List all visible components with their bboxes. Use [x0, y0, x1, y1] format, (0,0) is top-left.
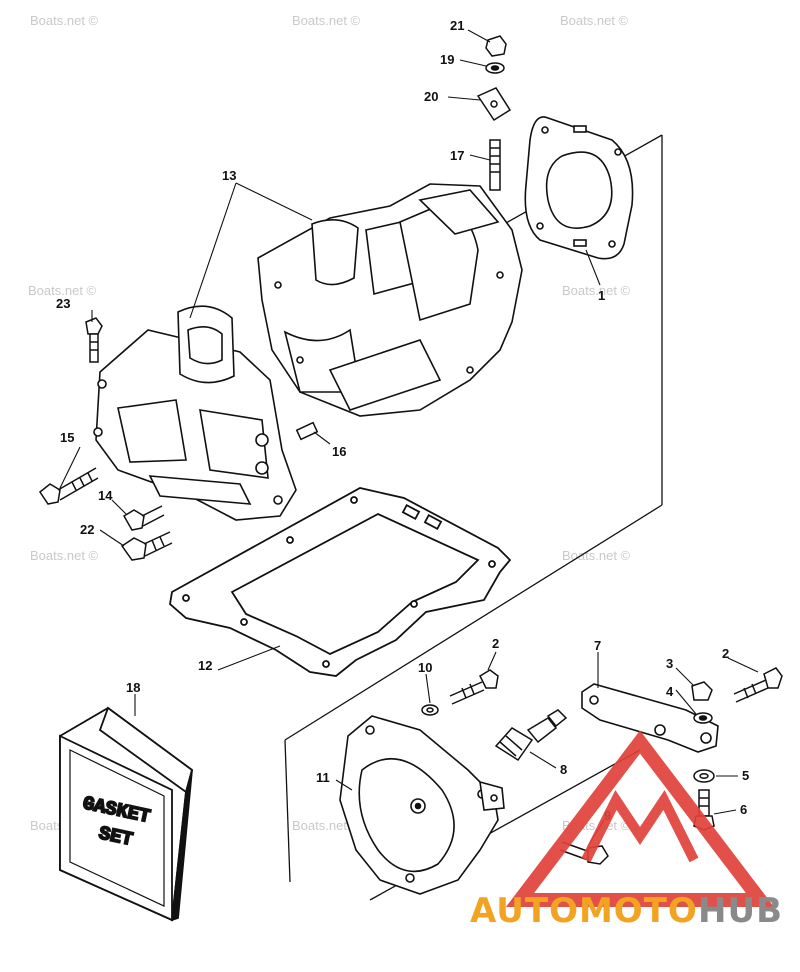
bolt-2-left	[449, 669, 499, 705]
brand-text-automoto: AUTOMOTO	[470, 891, 698, 931]
callout-7: 7	[594, 638, 601, 653]
temp-sender	[494, 709, 568, 762]
watermark-text: Boats.net ©	[562, 283, 631, 298]
cylinder-gasket	[524, 116, 634, 260]
brand-logo: AUTOMOTO HUB	[470, 730, 783, 931]
washer-10	[421, 704, 439, 716]
bolt-22	[120, 531, 173, 561]
watermark-text: Boats.net ©	[562, 548, 631, 563]
bracket-7	[581, 683, 719, 753]
bolt-14	[122, 505, 165, 531]
callout-18: 18	[126, 680, 140, 695]
watermark-text: Boats.net ©	[292, 818, 361, 833]
callout-11: 11	[316, 770, 330, 785]
callouts: 21 19 20 17 13 1 23 15 16 14 22 12 18 10…	[56, 18, 749, 823]
washer-5	[693, 769, 715, 783]
callout-15: 15	[60, 430, 74, 445]
cylinder-block	[257, 183, 523, 417]
stud-assembly	[476, 35, 512, 191]
callout-10: 10	[418, 660, 432, 675]
callout-5: 5	[742, 768, 749, 783]
bolt-15	[38, 467, 99, 505]
callout-8: 8	[560, 762, 567, 777]
callout-2-left: 2	[492, 636, 499, 651]
callout-1: 1	[598, 288, 605, 303]
nut-3	[691, 681, 713, 701]
callout-13: 13	[222, 168, 236, 183]
callout-4: 4	[666, 684, 674, 699]
watermark-text: Boats.net ©	[28, 283, 97, 298]
callout-23: 23	[56, 296, 70, 311]
crankcase	[93, 305, 297, 521]
base-gasket	[169, 487, 512, 677]
bolt-23	[85, 317, 103, 363]
callout-17: 17	[450, 148, 464, 163]
pump-housing	[339, 715, 505, 895]
callout-22: 22	[80, 522, 94, 537]
callout-12: 12	[198, 658, 212, 673]
watermark-text: Boats.net ©	[292, 13, 361, 28]
callout-21: 21	[450, 18, 464, 33]
bolt-2-right	[733, 667, 783, 703]
callout-2-right: 2	[722, 646, 729, 661]
brand-text-hub: HUB	[698, 891, 783, 931]
callout-3: 3	[666, 656, 673, 671]
callout-19: 19	[440, 52, 454, 67]
callout-20: 20	[424, 89, 438, 104]
brand-triangle-icon	[505, 730, 775, 907]
watermark-text: Boats.net ©	[30, 548, 99, 563]
callout-6: 6	[740, 802, 747, 817]
callout-14: 14	[98, 488, 113, 503]
watermark-text: Boats.net ©	[30, 13, 99, 28]
watermark-text: Boats.net ©	[560, 13, 629, 28]
gasket-set-box: GASKET SET	[59, 706, 194, 922]
dowel-pin	[295, 421, 319, 441]
washer-4	[693, 712, 713, 724]
callout-16: 16	[332, 444, 346, 459]
